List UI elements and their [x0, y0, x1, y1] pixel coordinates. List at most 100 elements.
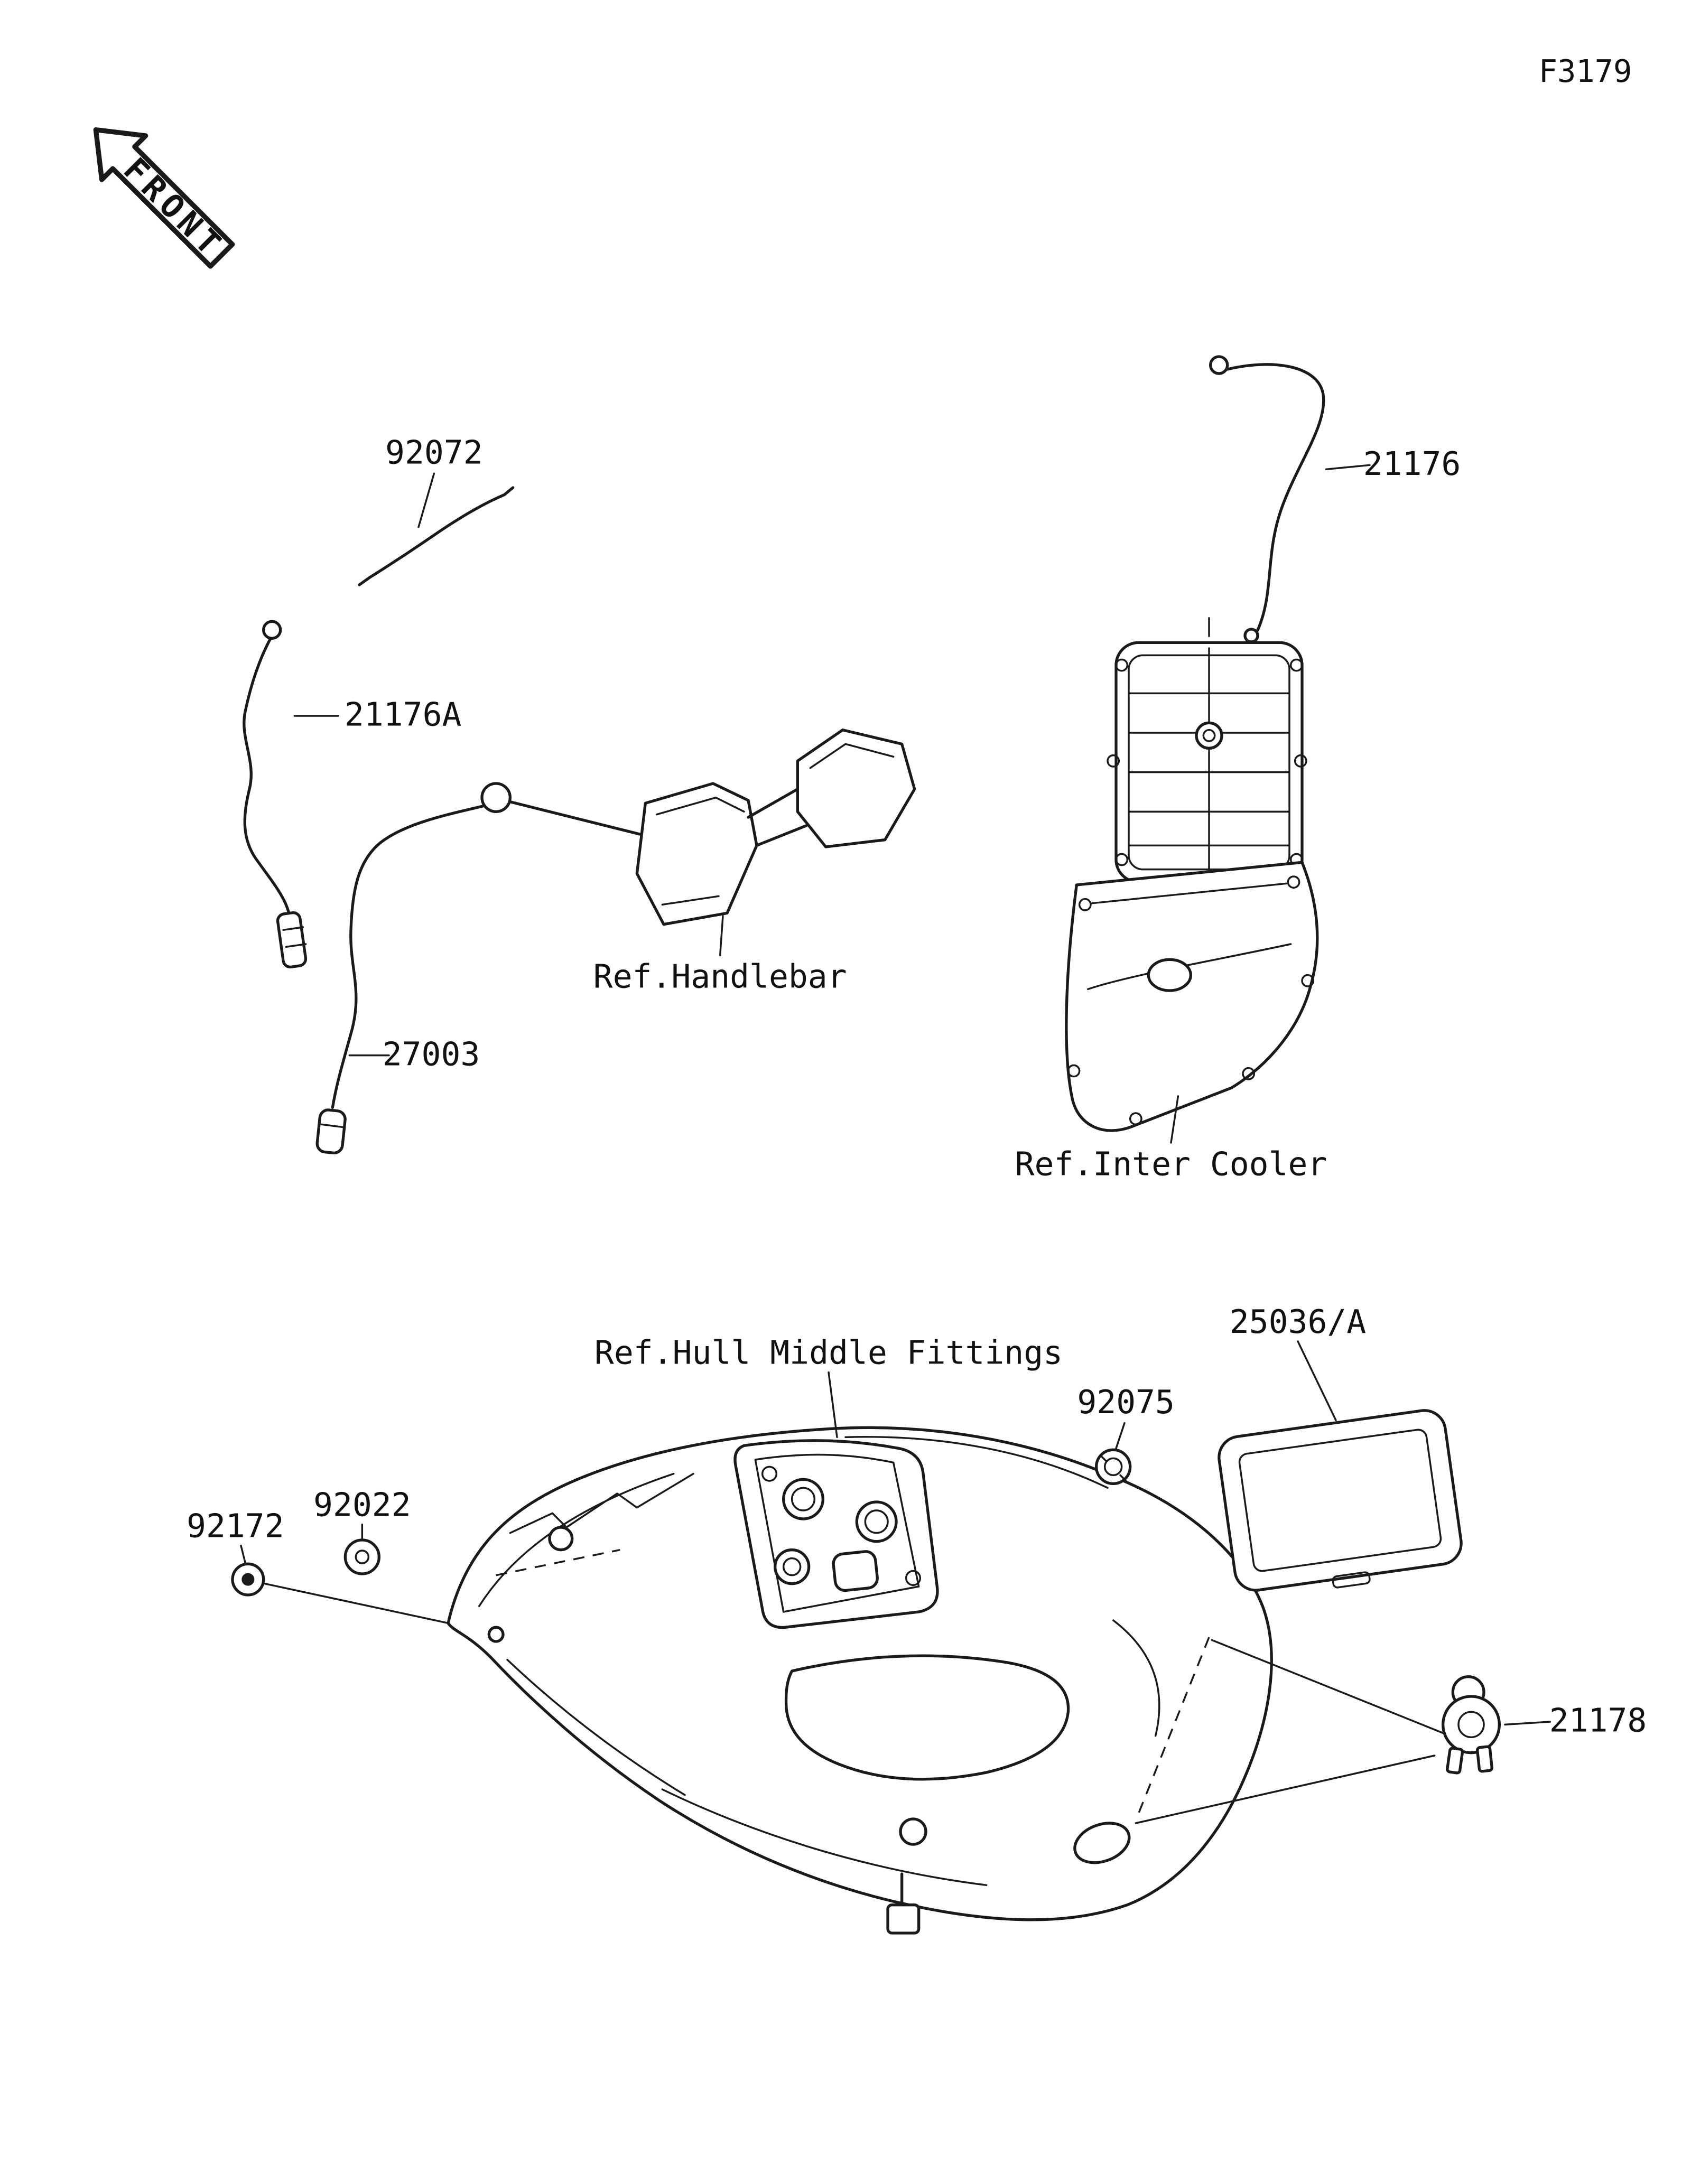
handlebar-left-pod-lines	[655, 796, 745, 906]
part-label-21176a: 21176A	[345, 696, 462, 734]
hull-small-hole	[899, 1817, 927, 1846]
meter-25036-body	[1218, 1409, 1463, 1592]
bolt-icon	[1294, 754, 1307, 768]
meter-25036-screen	[1238, 1429, 1442, 1572]
gauge-hole	[773, 1548, 811, 1585]
part-label-92022: 92022	[313, 1487, 411, 1524]
part-label-92072: 92072	[385, 434, 483, 472]
leader-92172	[240, 1544, 246, 1564]
hull-instrument-panel-inner	[754, 1453, 920, 1613]
leader-hull	[828, 1371, 838, 1439]
hull-middle-opening	[784, 1654, 1070, 1781]
cable-ring-21176	[1243, 628, 1259, 643]
link-92172-to-hull	[264, 1582, 449, 1625]
sensor-21178-inner	[1457, 1711, 1485, 1739]
figure-code: F3179	[1539, 53, 1632, 89]
part-92075-group: 92075	[1077, 1384, 1175, 1485]
hull-small-hole	[548, 1526, 574, 1552]
handlebar-drawing: Ref.Handlebar	[480, 728, 916, 996]
handlebar-left-pod	[635, 782, 758, 926]
leader-92075	[1115, 1422, 1126, 1450]
bolt-icon	[1301, 974, 1315, 987]
part-21176a-group: 21176A	[243, 620, 462, 969]
hull-drawing: Ref.Hull Middle Fittings	[447, 1334, 1273, 1935]
washer-92022-drawing	[343, 1538, 380, 1575]
intercooler-sensor-boss	[1195, 721, 1223, 750]
handlebar-ball-connector	[480, 782, 512, 813]
bolt-icon	[761, 1466, 778, 1482]
part-label-92172: 92172	[187, 1508, 284, 1545]
damper-92172-center	[241, 1573, 255, 1586]
front-arrow-label: FRONT	[116, 151, 231, 266]
gauge-hole-inner	[782, 1557, 802, 1576]
handlebar-link-line	[508, 800, 642, 836]
bolt-icon	[1287, 875, 1300, 889]
connector-27003	[315, 1108, 347, 1155]
leader-inter-cooler	[1170, 1095, 1179, 1144]
gauge-hole	[855, 1500, 898, 1543]
ref-label-inter-cooler: Ref.Inter Cooler	[1015, 1145, 1327, 1183]
hull-small-hole	[487, 1626, 505, 1643]
leader-25036	[1297, 1340, 1337, 1422]
gauge-hole-inner	[791, 1487, 816, 1511]
cable-27003-drawing	[331, 804, 485, 1109]
leader-21176	[1325, 464, 1371, 471]
part-label-21176: 21176	[1363, 445, 1461, 483]
bolt-icon	[1289, 658, 1303, 672]
gauge-hole-inner	[864, 1509, 889, 1534]
nut-92075-hatch	[1099, 1454, 1127, 1482]
bolt-icon	[1129, 1112, 1142, 1126]
switch-hole	[832, 1550, 879, 1592]
front-direction-marker: FRONT	[93, 127, 235, 269]
part-92022-group: 92022	[313, 1487, 411, 1575]
sensor-21178-body	[1442, 1695, 1501, 1754]
hull-bottom-contour	[506, 1658, 988, 1887]
leader-handlebar	[719, 914, 724, 957]
gauge-hole	[782, 1478, 824, 1520]
sensor-rings-21176a	[282, 926, 307, 948]
bolt-icon	[1115, 658, 1129, 672]
sensor-21178-leg	[1476, 1745, 1493, 1773]
tie-strap-92072-drawing	[358, 486, 515, 586]
bolt-icon	[1242, 1067, 1256, 1080]
bolt-icon	[1107, 754, 1120, 768]
cable-21176a-drawing	[243, 637, 291, 914]
front-arrow-shape	[93, 127, 235, 269]
handlebar-crossbar	[747, 787, 807, 847]
bolt-icon	[1067, 1064, 1081, 1078]
handlebar-right-pod-line	[809, 743, 895, 769]
connector-21176a	[262, 620, 282, 640]
nut-92075-inner	[1103, 1457, 1123, 1477]
ref-label-handlebar: Ref.Handlebar	[593, 958, 847, 996]
hull-right-line	[1112, 1619, 1160, 1737]
washer-92022-inner	[355, 1550, 370, 1564]
nut-92075-drawing	[1095, 1448, 1132, 1485]
connector-21176	[1209, 355, 1229, 375]
bolt-icon	[1078, 898, 1092, 911]
connector-27003-ring	[320, 1123, 345, 1128]
bolt-icon	[1115, 853, 1129, 866]
sensor-body-21176a	[276, 911, 308, 969]
intercooler-base-plate	[1065, 861, 1319, 1132]
part-label-25036: 25036/A	[1230, 1303, 1366, 1341]
ref-label-hull-middle-fittings: Ref.Hull Middle Fittings	[594, 1334, 1063, 1372]
part-label-27003: 27003	[383, 1035, 480, 1073]
cable-21176-drawing	[1226, 363, 1325, 667]
part-92072-group: 92072	[358, 434, 515, 586]
leader-92072	[417, 472, 435, 528]
intercooler-port	[1147, 958, 1192, 992]
intercooler-drawing: Ref.Inter Cooler	[1015, 617, 1327, 1183]
part-label-21178: 21178	[1549, 1702, 1647, 1740]
part-92172-group: 92172	[187, 1508, 449, 1625]
part-27003-group: 27003	[315, 804, 485, 1155]
sensor-21178-leg	[1446, 1747, 1464, 1775]
link-21178-to-hull	[1135, 1639, 1444, 1824]
part-21178-group: 21178	[1135, 1639, 1647, 1824]
hull-dash-line	[496, 1548, 620, 1576]
intercooler-sensor-boss-inner	[1202, 729, 1216, 742]
handlebar-right-pod	[796, 728, 916, 848]
hull-right-dash	[1135, 1637, 1210, 1821]
part-25036-group: 25036/A	[1218, 1303, 1463, 1592]
part-21176-group: 21176	[1209, 355, 1461, 667]
